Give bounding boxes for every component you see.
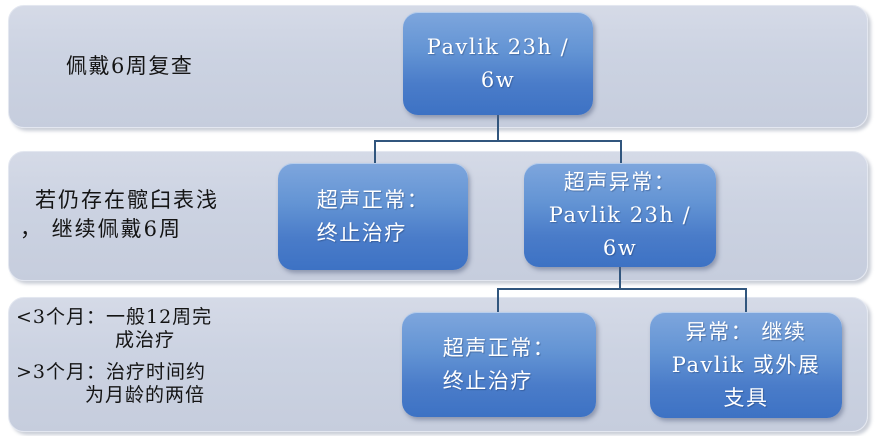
node-pavlik-23h-6w: Pavlik 23h / 6w bbox=[403, 12, 593, 115]
node-ultrasound-normal-stop-2: 超声正常： 终止治疗 bbox=[402, 312, 596, 417]
node-line: 超声正常： bbox=[316, 187, 430, 212]
connector-row2-right-drop bbox=[620, 140, 622, 164]
node-line: 超声正常： bbox=[442, 335, 556, 360]
row3-p2-line1: >3个月：治疗时间约 bbox=[16, 361, 207, 383]
node-ultrasound-abnormal-pavlik: 超声异常： Pavlik 23h / 6w bbox=[524, 163, 716, 267]
row2-label-line2: ， 继续佩戴6周 bbox=[20, 217, 183, 241]
connector-row3-horizontal bbox=[497, 288, 747, 290]
row2-label: 若仍存在髋臼表浅 ， 继续佩戴6周 bbox=[20, 186, 219, 244]
connector-row2-horizontal bbox=[374, 140, 622, 142]
row2-label-line1: 若仍存在髋臼表浅 bbox=[35, 188, 219, 212]
row3-label: <3个月：一般12周完 成治疗 >3个月：治疗时间约 为月龄的两倍 bbox=[16, 306, 274, 407]
connector-row3-right-drop bbox=[745, 288, 747, 314]
node-text-block: 超声正常： 终止治疗 bbox=[443, 332, 556, 398]
connector-row2-exit-vertical bbox=[619, 266, 621, 290]
node-line: Pavlik 23h / bbox=[426, 34, 570, 59]
node-ultrasound-normal-stop: 超声正常： 终止治疗 bbox=[278, 163, 468, 270]
row3-p1-line1: <3个月：一般12周完 bbox=[16, 306, 213, 328]
row3-p1-line2: 成治疗 bbox=[114, 329, 175, 351]
node-line: Pavlik 23h / bbox=[548, 202, 692, 227]
row1-label: 佩戴6周复查 bbox=[66, 53, 193, 80]
node-line: 6w bbox=[602, 235, 638, 260]
connector-top-vertical bbox=[497, 113, 499, 142]
connector-row3-left-drop bbox=[497, 288, 499, 314]
node-line: 终止治疗 bbox=[316, 220, 407, 245]
node-line: 异常： 继续 bbox=[685, 319, 807, 344]
node-line: 超声异常： bbox=[563, 169, 677, 194]
connector-row2-left-drop bbox=[374, 140, 376, 164]
node-line: Pavlik 或外展 bbox=[671, 352, 821, 377]
node-text-block: 超声正常： 终止治疗 bbox=[317, 184, 430, 250]
node-line: 6w bbox=[480, 67, 516, 92]
node-abnormal-continue-pavlik-brace: 异常： 继续 Pavlik 或外展 支具 bbox=[650, 312, 842, 418]
row3-label-paragraph-over3mo: >3个月：治疗时间约 为月龄的两倍 bbox=[16, 361, 274, 407]
node-line: 支具 bbox=[723, 385, 769, 410]
row3-p2-line2: 为月龄的两倍 bbox=[84, 384, 205, 406]
node-line: 终止治疗 bbox=[442, 368, 533, 393]
row3-label-paragraph-under3mo: <3个月：一般12周完 成治疗 bbox=[16, 306, 274, 352]
row1-label-line: 佩戴6周复查 bbox=[66, 54, 194, 78]
